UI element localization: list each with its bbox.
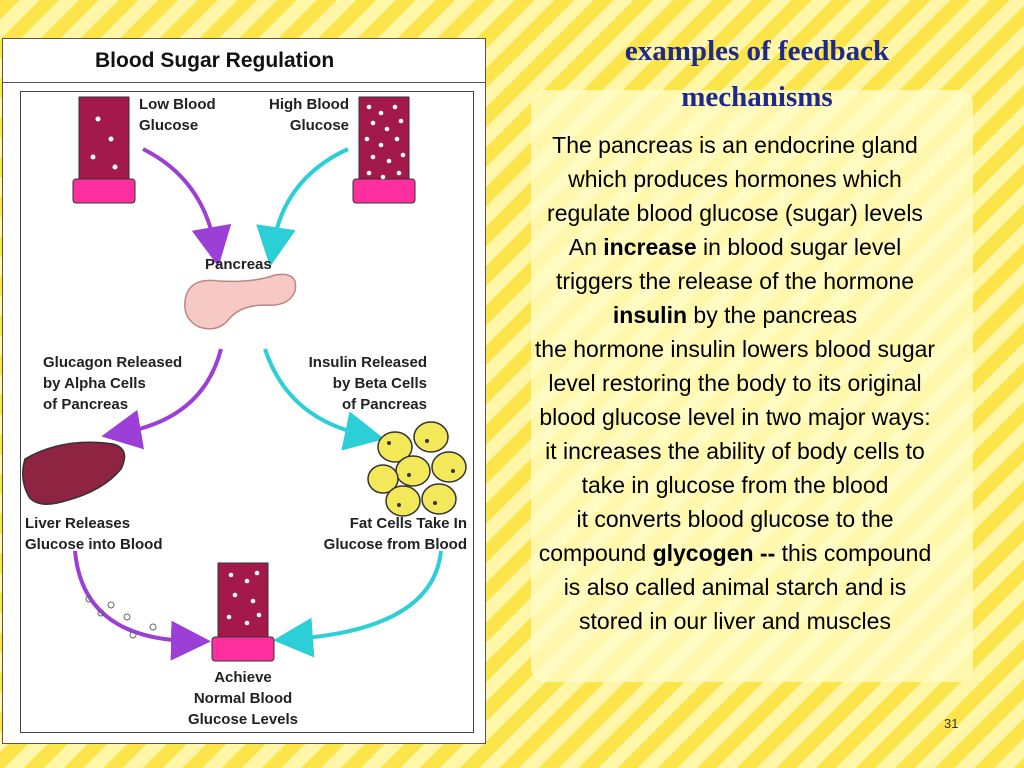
body-line: it increases the ability of body cells t…	[480, 434, 990, 468]
body-text-run: in blood sugar level	[696, 234, 902, 260]
body-text-run: An	[568, 234, 604, 260]
pancreas-icon	[184, 273, 297, 330]
fat-cells-label: Fat Cells Take In Glucose from Blood	[323, 515, 467, 553]
liver-label: Liver Releases Glucose into Blood	[25, 515, 163, 553]
body-line: blood glucose level in two major ways:	[480, 400, 990, 434]
fat-to-normal-arrow	[273, 550, 443, 658]
normal-glucose-tube-icon	[211, 562, 275, 662]
body-text-run: is also called animal starch and is	[563, 574, 907, 600]
body-text-run: triggers the release of the hormone	[556, 268, 914, 294]
fat-cells-icon	[367, 421, 467, 517]
high-glucose-tube-icon	[352, 96, 416, 204]
low-glucose-label: Low Blood Glucose	[139, 96, 216, 134]
body-line: is also called animal starch and is	[480, 570, 990, 604]
slide-body-text: The pancreas is an endocrine gland which …	[480, 128, 990, 638]
body-text-run: stored in our liver and muscles	[579, 608, 891, 634]
body-line: it converts blood glucose to the	[480, 502, 990, 536]
body-bold-term: glycogen --	[652, 540, 776, 566]
body-text-run: this compound	[775, 540, 932, 566]
diagram-frame	[20, 91, 474, 733]
body-line: insulin by the pancreas	[480, 298, 990, 332]
body-bold-term: increase	[603, 234, 697, 260]
body-text-run: by the pancreas	[687, 302, 858, 328]
body-text-run: which produces hormones which	[568, 166, 902, 192]
text-panel	[531, 90, 973, 682]
body-line: compound glycogen -- this compound	[480, 536, 990, 570]
body-line: stored in our liver and muscles	[480, 604, 990, 638]
body-text-run: the hormone insulin lowers blood sugar	[534, 336, 936, 362]
body-text-run: blood glucose level in two major ways:	[539, 404, 931, 430]
body-bold-term: insulin	[612, 302, 688, 328]
liver-icon	[22, 441, 126, 505]
slide-title: examples of feedback mechanisms	[624, 35, 890, 113]
body-text-run: regulate blood glucose (sugar) levels	[547, 200, 923, 226]
diagram-title: Blood Sugar Regulation	[3, 39, 485, 83]
body-line: take in glucose from the blood	[480, 468, 990, 502]
body-line: The pancreas is an endocrine gland	[480, 128, 990, 162]
body-text-run: it increases the ability of body cells t…	[545, 438, 925, 464]
body-text-run: level restoring the body to its original	[548, 370, 922, 396]
body-text-run: The pancreas is an endocrine gland	[552, 132, 918, 158]
low-glucose-tube-icon	[72, 96, 136, 204]
normal-glucose-label: Achieve Normal Blood Glucose Levels	[187, 669, 299, 728]
page-number: 31	[944, 716, 959, 731]
body-line: the hormone insulin lowers blood sugar	[480, 332, 990, 366]
diagram-artwork	[22, 96, 467, 662]
body-text-run: take in glucose from the blood	[581, 472, 889, 498]
high-glucose-label: High Blood Glucose	[269, 96, 349, 134]
insulin-arrow	[263, 348, 385, 451]
body-text-run: it converts blood glucose to the	[576, 506, 894, 532]
glucagon-label: Glucagon Released by Alpha Cells of Panc…	[43, 354, 183, 413]
body-line: which produces hormones which	[480, 162, 990, 196]
body-line: An increase in blood sugar level	[480, 230, 990, 264]
liver-to-normal-arrow	[73, 550, 211, 661]
glucagon-arrow	[101, 348, 223, 450]
body-line: regulate blood glucose (sugar) levels	[480, 196, 990, 230]
body-line: level restoring the body to its original	[480, 366, 990, 400]
pancreas-label: Pancreas	[205, 256, 272, 273]
body-text-run: compound	[538, 540, 653, 566]
insulin-label: Insulin Released by Beta Cells of Pancre…	[308, 354, 427, 413]
body-line: triggers the release of the hormone	[480, 264, 990, 298]
high-glucose-arrow	[256, 147, 349, 267]
blood-sugar-diagram: Blood Sugar Regulation	[2, 38, 486, 744]
low-glucose-arrow	[142, 147, 232, 267]
